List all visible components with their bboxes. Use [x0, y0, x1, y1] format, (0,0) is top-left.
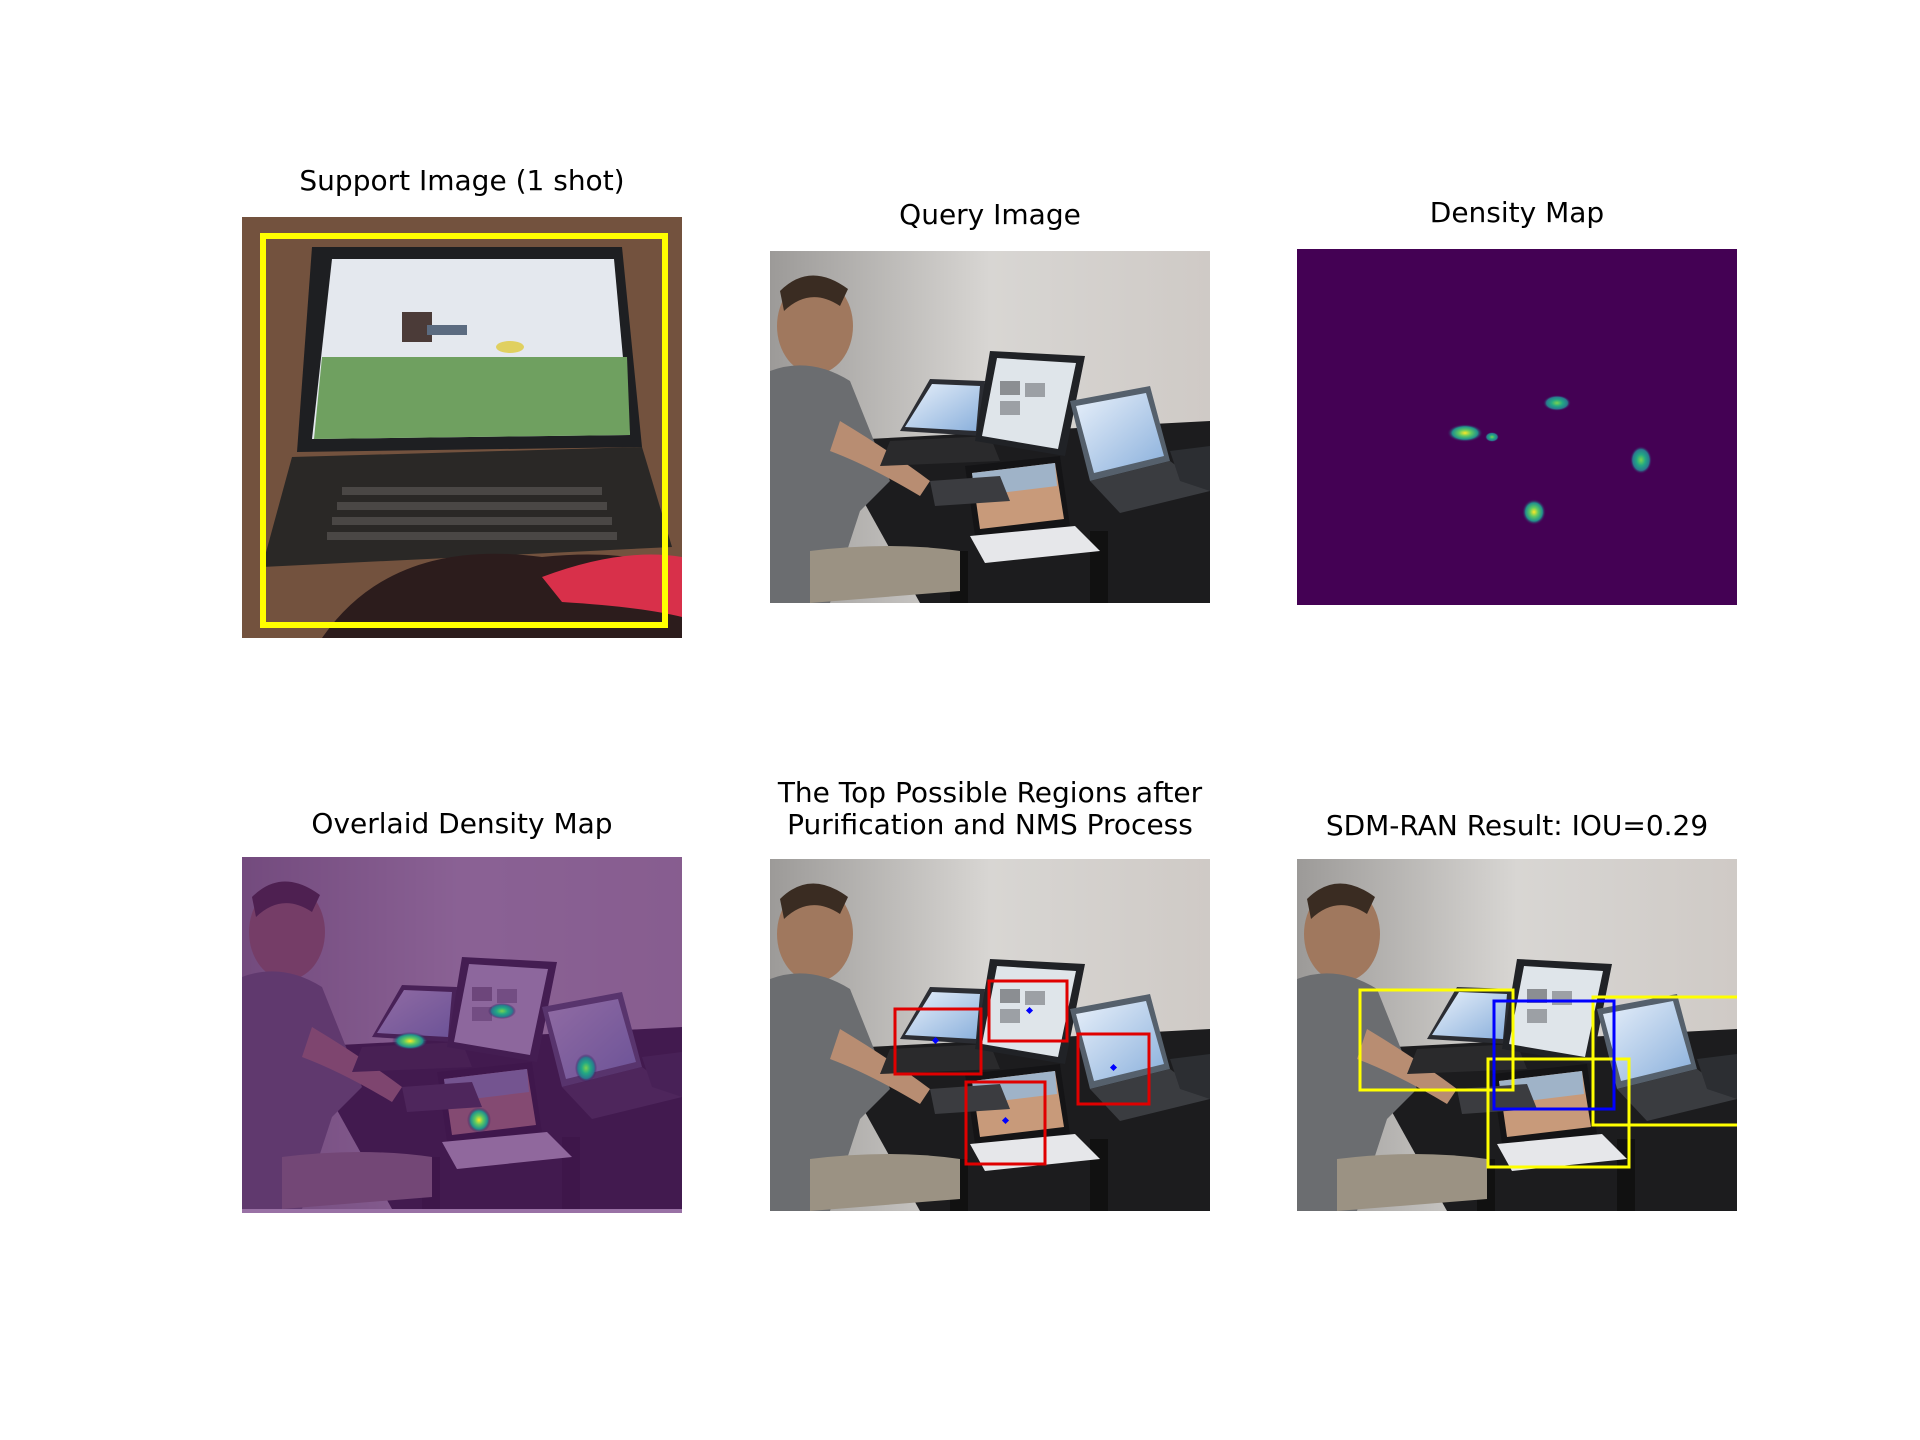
overlay-peak: [488, 1003, 516, 1019]
density-peak: [1485, 432, 1499, 442]
sdm-ran-result-title: SDM-RAN Result: IOU=0.29: [1325, 809, 1709, 842]
overlaid-density-map-title: Overlaid Density Map: [311, 807, 613, 840]
region-box: [1076, 1032, 1151, 1106]
overlay-peak: [392, 1032, 428, 1050]
density-map: [1297, 249, 1737, 605]
density-peak: [1543, 395, 1571, 411]
query-image: [770, 251, 1210, 603]
overlay-peak: [467, 1107, 491, 1133]
density-peak: [1522, 499, 1546, 525]
ground-truth-box: [1492, 999, 1616, 1111]
prediction-box: [1358, 988, 1515, 1092]
query-image-title: Query Image: [899, 198, 1081, 231]
overlay-peak: [575, 1054, 597, 1082]
top-regions-title: The Top Possible Regions after Purificat…: [777, 776, 1203, 841]
prediction-box: [1591, 995, 1737, 1127]
density-map-title: Density Map: [1429, 196, 1605, 229]
overlaid-density-map: [242, 857, 682, 1213]
top-regions-image: [770, 859, 1210, 1211]
region-box: [893, 1007, 983, 1076]
sdm-ran-result-image: [1297, 859, 1737, 1211]
density-peak: [1630, 446, 1652, 474]
prediction-box: [1486, 1057, 1631, 1169]
support-image-title: Support Image (1 shot): [299, 164, 625, 197]
support-bounding-box: [260, 233, 668, 628]
support-image: [242, 217, 682, 638]
region-box: [987, 979, 1069, 1043]
density-peak: [1447, 424, 1483, 442]
region-box: [964, 1080, 1047, 1166]
